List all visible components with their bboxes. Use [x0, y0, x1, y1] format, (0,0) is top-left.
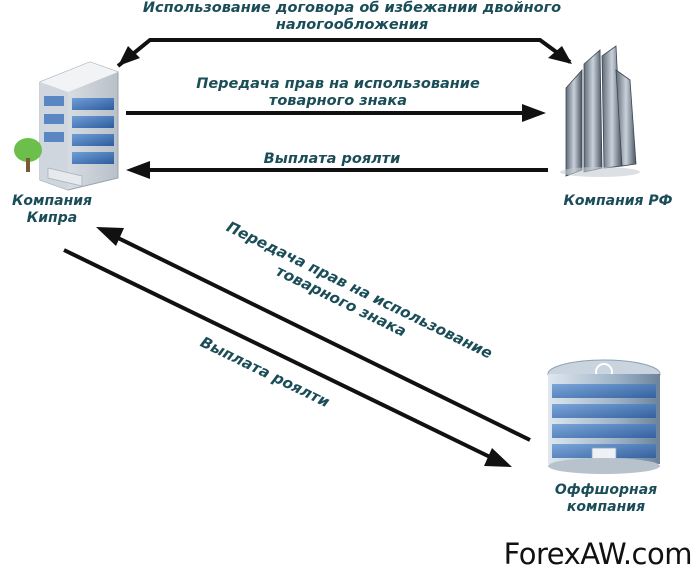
treaty-label: Использование договора об избежании двой… — [143, 0, 561, 34]
transfer-top-label: Передача прав на использование товарного… — [196, 76, 480, 110]
treaty-arrow — [116, 38, 572, 68]
cyprus-company-label: Компания Кипра — [12, 193, 92, 227]
royalty-left-arrow — [126, 161, 548, 179]
treaty-label-line2: налогообложения — [275, 17, 429, 33]
offshore-company-label-line2: компания — [566, 499, 646, 515]
offshore-company-label: Оффшорная компания — [555, 482, 657, 516]
offshore-building-icon — [547, 359, 661, 474]
transfer-right-arrow — [126, 104, 546, 122]
cyprus-company-label-line1: Компания — [11, 193, 93, 209]
treaty-label-line1: Использование договора об избежании двой… — [142, 0, 562, 16]
transfer-diagonal-arrow — [96, 227, 531, 442]
rf-building-icon — [560, 45, 640, 177]
rf-company-label: Компания РФ — [563, 193, 673, 209]
transfer-top-label-line1: Передача прав на использование — [196, 76, 480, 92]
royalty-diagonal-arrow — [63, 248, 512, 467]
transfer-top-label-line2: товарного знака — [268, 93, 408, 109]
watermark: ForexAW.com — [503, 537, 693, 571]
royalty-top-label: Выплата роялти — [263, 151, 401, 167]
cyprus-building-icon — [14, 61, 119, 191]
offshore-company-label-line1: Оффшорная — [554, 482, 658, 498]
cyprus-company-label-line2: Кипра — [26, 210, 78, 226]
